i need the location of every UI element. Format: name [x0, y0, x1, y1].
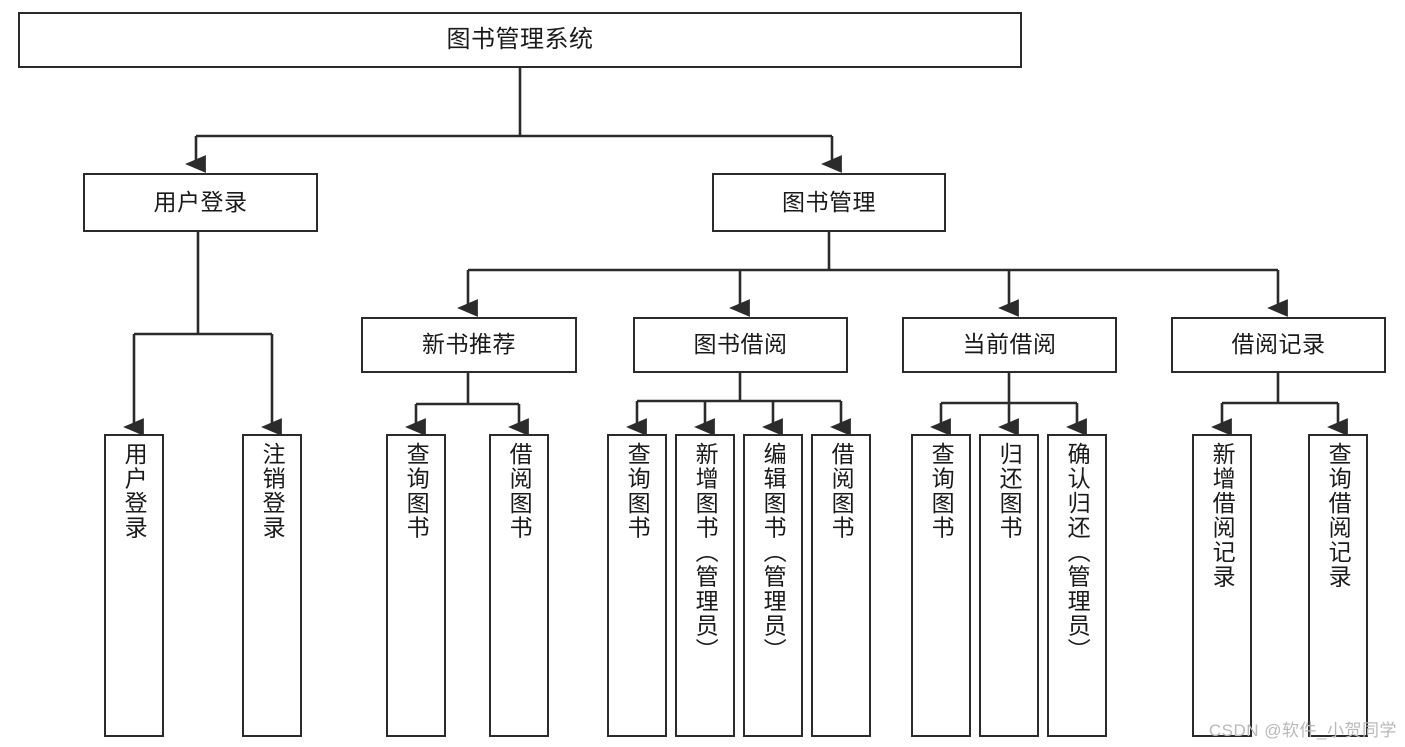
leaf-logout[interactable]: 注销登录 — [242, 434, 302, 737]
node-label: 确认归还（管理员） — [1064, 442, 1091, 663]
leaf-return-book[interactable]: 归还图书 — [979, 434, 1039, 737]
node-label: 用户登录 — [153, 188, 248, 215]
leaf-user-login[interactable]: 用户登录 — [104, 434, 164, 737]
csdn-watermark: CSDN @软件_小贺同学 — [1208, 721, 1397, 740]
leaf-query-book-from-current[interactable]: 查询图书 — [911, 434, 971, 737]
leaf-query-book-from-borrowing[interactable]: 查询图书 — [607, 434, 667, 737]
node-label: 查询图书 — [624, 442, 651, 540]
node-label: 用户登录 — [121, 442, 148, 540]
node-label: 归还图书 — [996, 442, 1023, 540]
node-label: 注销登录 — [259, 442, 286, 540]
leaf-borrow-book-from-borrowing[interactable]: 借阅图书 — [811, 434, 871, 737]
leaf-query-borrowing-record[interactable]: 查询借阅记录 — [1308, 434, 1368, 737]
leaf-add-borrowing-record[interactable]: 新增借阅记录 — [1192, 434, 1252, 737]
node-label: 新书推荐 — [422, 331, 516, 358]
node-book-borrowing[interactable]: 图书借阅 — [633, 317, 848, 373]
node-label: 借阅图书 — [506, 442, 533, 540]
node-label: 新增借阅记录 — [1209, 442, 1236, 589]
node-label: 查询图书 — [928, 442, 955, 540]
leaf-query-book-from-recommendation[interactable]: 查询图书 — [386, 434, 446, 737]
node-label: 图书借阅 — [693, 331, 788, 358]
node-label: 借阅记录 — [1231, 331, 1326, 358]
node-new-book-recommendation[interactable]: 新书推荐 — [361, 317, 577, 373]
node-label: 图书管理 — [782, 188, 876, 215]
node-borrowing-records[interactable]: 借阅记录 — [1171, 317, 1386, 373]
node-root-book-management-system[interactable]: 图书管理系统 — [18, 12, 1022, 68]
leaf-add-book-admin[interactable]: 新增图书（管理员） — [675, 434, 735, 737]
node-label: 图书管理系统 — [446, 25, 594, 53]
leaf-edit-book-admin[interactable]: 编辑图书（管理员） — [743, 434, 803, 737]
node-label: 编辑图书（管理员） — [760, 442, 787, 663]
node-label: 借阅图书 — [828, 442, 855, 540]
leaf-borrow-book-from-recommendation[interactable]: 借阅图书 — [489, 434, 549, 737]
node-label: 查询图书 — [403, 442, 430, 540]
node-label: 当前借阅 — [962, 331, 1057, 358]
node-current-borrowing[interactable]: 当前借阅 — [902, 317, 1117, 373]
node-user-login[interactable]: 用户登录 — [83, 173, 318, 232]
node-label: 查询借阅记录 — [1325, 442, 1352, 589]
node-label: 新增图书（管理员） — [692, 442, 719, 663]
leaf-confirm-return-admin[interactable]: 确认归还（管理员） — [1047, 434, 1107, 737]
node-book-management[interactable]: 图书管理 — [712, 173, 946, 232]
